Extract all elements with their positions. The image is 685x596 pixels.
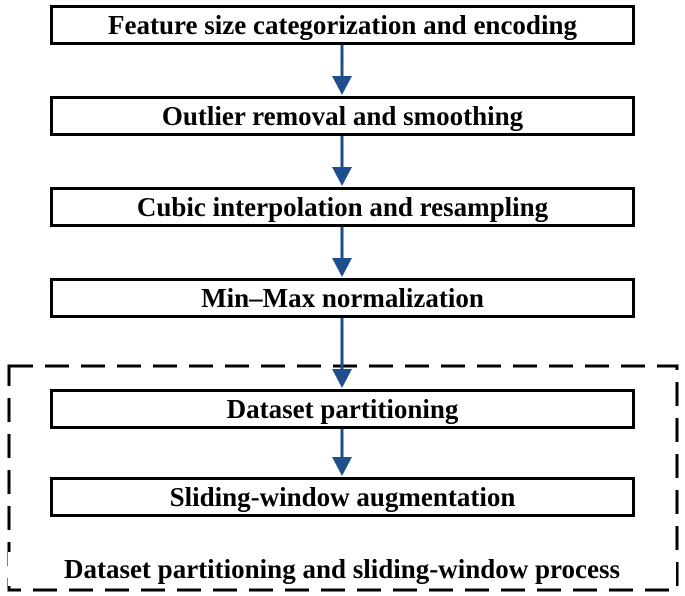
- step-label: Sliding-window augmentation: [169, 481, 516, 512]
- arrow-step3-to-step4: [332, 227, 352, 277]
- step-box-feature-encoding: Feature size categorization and encoding: [50, 5, 635, 45]
- step-box-outlier-removal: Outlier removal and smoothing: [50, 96, 635, 136]
- step-box-cubic-interpolation: Cubic interpolation and resampling: [50, 187, 635, 227]
- step-box-dataset-partitioning: Dataset partitioning: [50, 389, 635, 429]
- step-box-normalization: Min–Max normalization: [50, 278, 635, 318]
- step-label: Feature size categorization and encoding: [108, 9, 577, 40]
- step-box-sliding-window: Sliding-window augmentation: [50, 477, 635, 517]
- step-label: Dataset partitioning: [226, 393, 459, 424]
- step-label: Min–Max normalization: [201, 282, 484, 313]
- arrow-step1-to-step2: [332, 45, 352, 95]
- arrow-step2-to-step3: [332, 136, 352, 186]
- group-label: Dataset partitioning and sliding-window …: [8, 552, 676, 586]
- step-label: Cubic interpolation and resampling: [136, 191, 549, 222]
- arrow-step5-to-step6: [332, 429, 352, 476]
- arrow-step4-to-step5: [332, 318, 352, 388]
- step-label: Outlier removal and smoothing: [161, 100, 524, 131]
